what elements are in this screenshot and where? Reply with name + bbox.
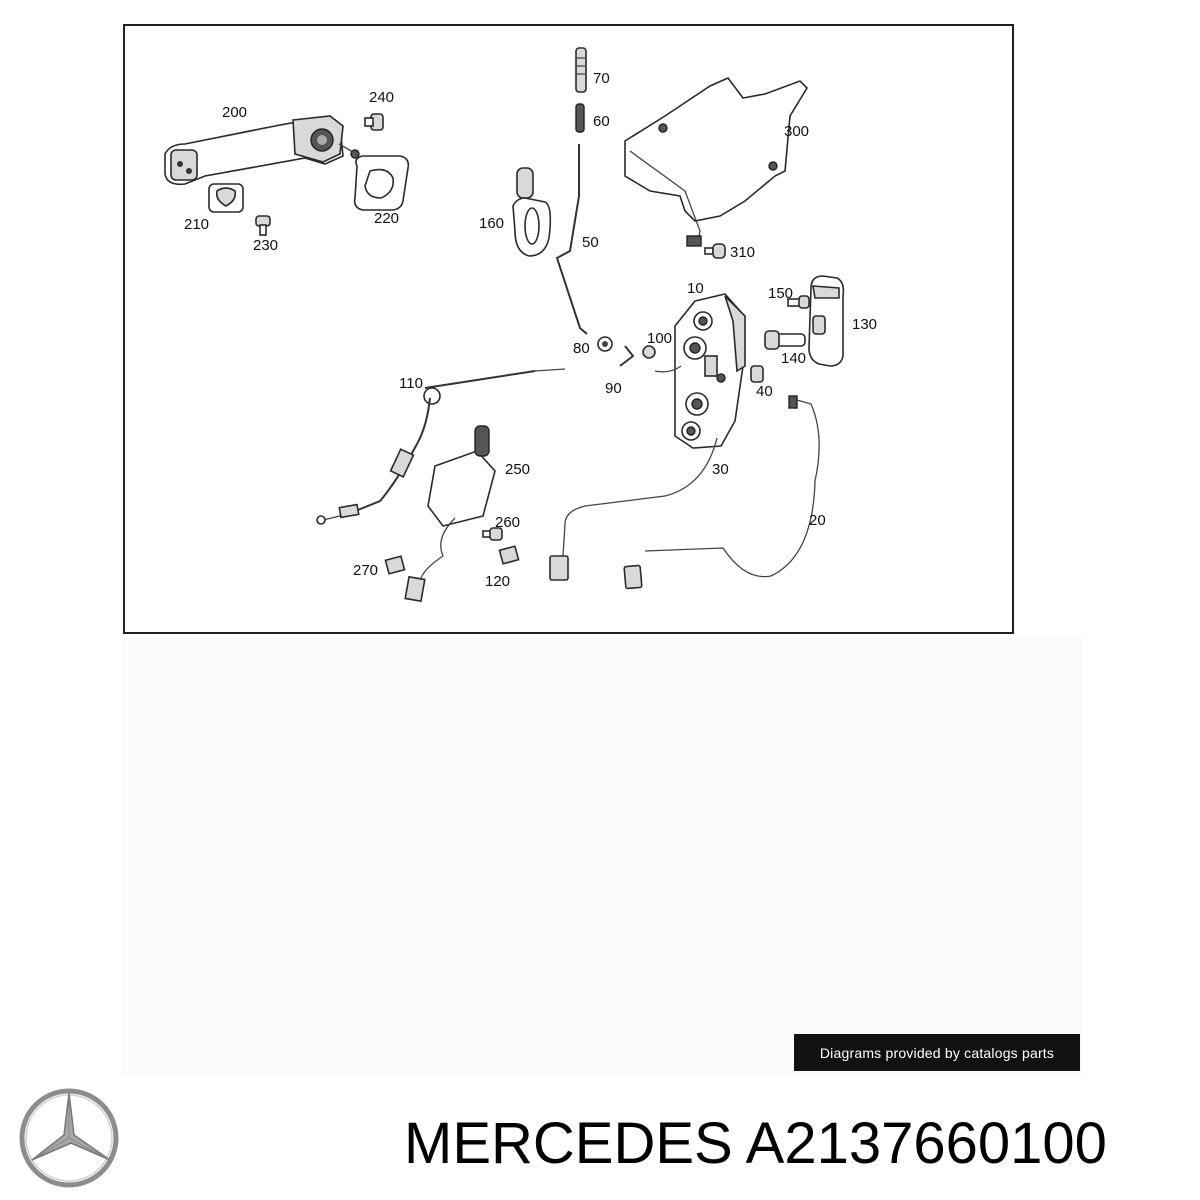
label-70: 70 [593, 70, 610, 87]
part-actuator-250 [427, 425, 496, 557]
part-striker-130 [808, 275, 845, 367]
mercedes-star-icon [19, 1088, 119, 1188]
part-lock-housing-160 [512, 167, 552, 257]
label-120: 120 [485, 573, 510, 590]
label-100: 100 [647, 330, 672, 347]
part-clip-80 [597, 336, 613, 352]
part-spacer-40 [750, 365, 764, 383]
part-cable-110 [316, 368, 566, 525]
label-40: 40 [756, 383, 773, 400]
diagram-credit-banner: Diagrams provided by catalogs parts [794, 1034, 1080, 1071]
part-screw-150 [787, 295, 810, 309]
part-guide-60 [575, 103, 585, 133]
part-spring-90 [619, 345, 635, 367]
label-230: 230 [253, 237, 278, 254]
part-connector-120 [498, 545, 520, 565]
label-200: 200 [222, 104, 247, 121]
part-bolt-240 [364, 113, 384, 131]
part-rod-50 [555, 144, 588, 335]
product-title: MERCEDES A2137660100 [404, 1111, 1107, 1176]
label-300: 300 [784, 123, 809, 140]
label-210: 210 [184, 216, 209, 233]
image-background-panel [122, 636, 1082, 1076]
label-90: 90 [605, 380, 622, 397]
part-link-rod [654, 365, 682, 373]
label-240: 240 [369, 89, 394, 106]
label-310: 310 [730, 244, 755, 261]
part-wiring-harness-20 [549, 395, 820, 590]
part-screw-310 [704, 243, 726, 259]
part-outer-door-handle [164, 115, 360, 186]
label-10: 10 [687, 280, 704, 297]
part-gasket-210 [208, 183, 244, 213]
part-door-lock-10 [674, 293, 746, 449]
label-260: 260 [495, 514, 520, 531]
part-screw-230 [255, 215, 271, 236]
label-50: 50 [582, 234, 599, 251]
label-220: 220 [374, 210, 399, 227]
part-clip-100 [642, 345, 656, 359]
part-rod-70 [575, 47, 587, 93]
part-connector-270 [384, 555, 406, 575]
label-130: 130 [852, 316, 877, 333]
label-20: 20 [809, 512, 826, 529]
label-160: 160 [479, 215, 504, 232]
part-seal-220 [353, 155, 410, 211]
part-cover-plate-300 [624, 77, 809, 247]
label-110: 110 [399, 375, 423, 392]
label-150: 150 [768, 285, 793, 302]
label-270: 270 [353, 562, 378, 579]
parts-diagram-drawing: 200 240 210 230 220 70 60 160 50 300 310… [164, 47, 877, 603]
label-30: 30 [712, 461, 729, 478]
label-80: 80 [573, 340, 590, 357]
part-screw-260 [482, 527, 503, 541]
label-60: 60 [593, 113, 610, 130]
part-actuator-connector [404, 555, 444, 603]
parts-diagram: 200 240 210 230 220 70 60 160 50 300 310… [123, 24, 1014, 634]
label-250: 250 [505, 461, 530, 478]
label-140: 140 [781, 350, 806, 367]
part-bolt-140 [764, 330, 806, 350]
